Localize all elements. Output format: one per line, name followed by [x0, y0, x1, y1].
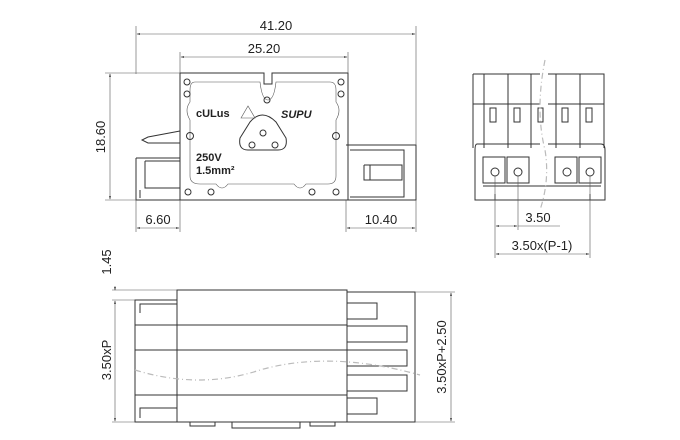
dimension-lines: [105, 26, 591, 423]
dim-pitch-span: 3.50x(P-1): [512, 238, 573, 253]
dim-right-offset: 10.40: [365, 212, 398, 227]
brand-logo: SUPU: [281, 109, 313, 121]
dim-width-pitch: 3.50xP: [99, 340, 114, 380]
wire-size-marking: 1.5mm²: [196, 165, 235, 177]
dim-height: 18.60: [93, 121, 108, 154]
dim-overall-length: 41.20: [260, 18, 293, 33]
dim-top-offset: 1.45: [99, 249, 114, 274]
voltage-marking: 250V: [196, 152, 222, 164]
dim-pitch: 3.50: [525, 210, 550, 225]
dim-body-length: 25.20: [248, 41, 281, 56]
bottom-view: [134, 289, 421, 429]
triangle-cert-icon: [240, 105, 256, 119]
dim-left-offset: 6.60: [145, 212, 170, 227]
side-view: [472, 59, 606, 211]
front-view: 250V 1.5mm² SUPU cULus: [135, 72, 417, 201]
dim-total-width: 3.50xP+2.50: [434, 320, 449, 393]
cert-logo: cULus: [196, 108, 230, 120]
